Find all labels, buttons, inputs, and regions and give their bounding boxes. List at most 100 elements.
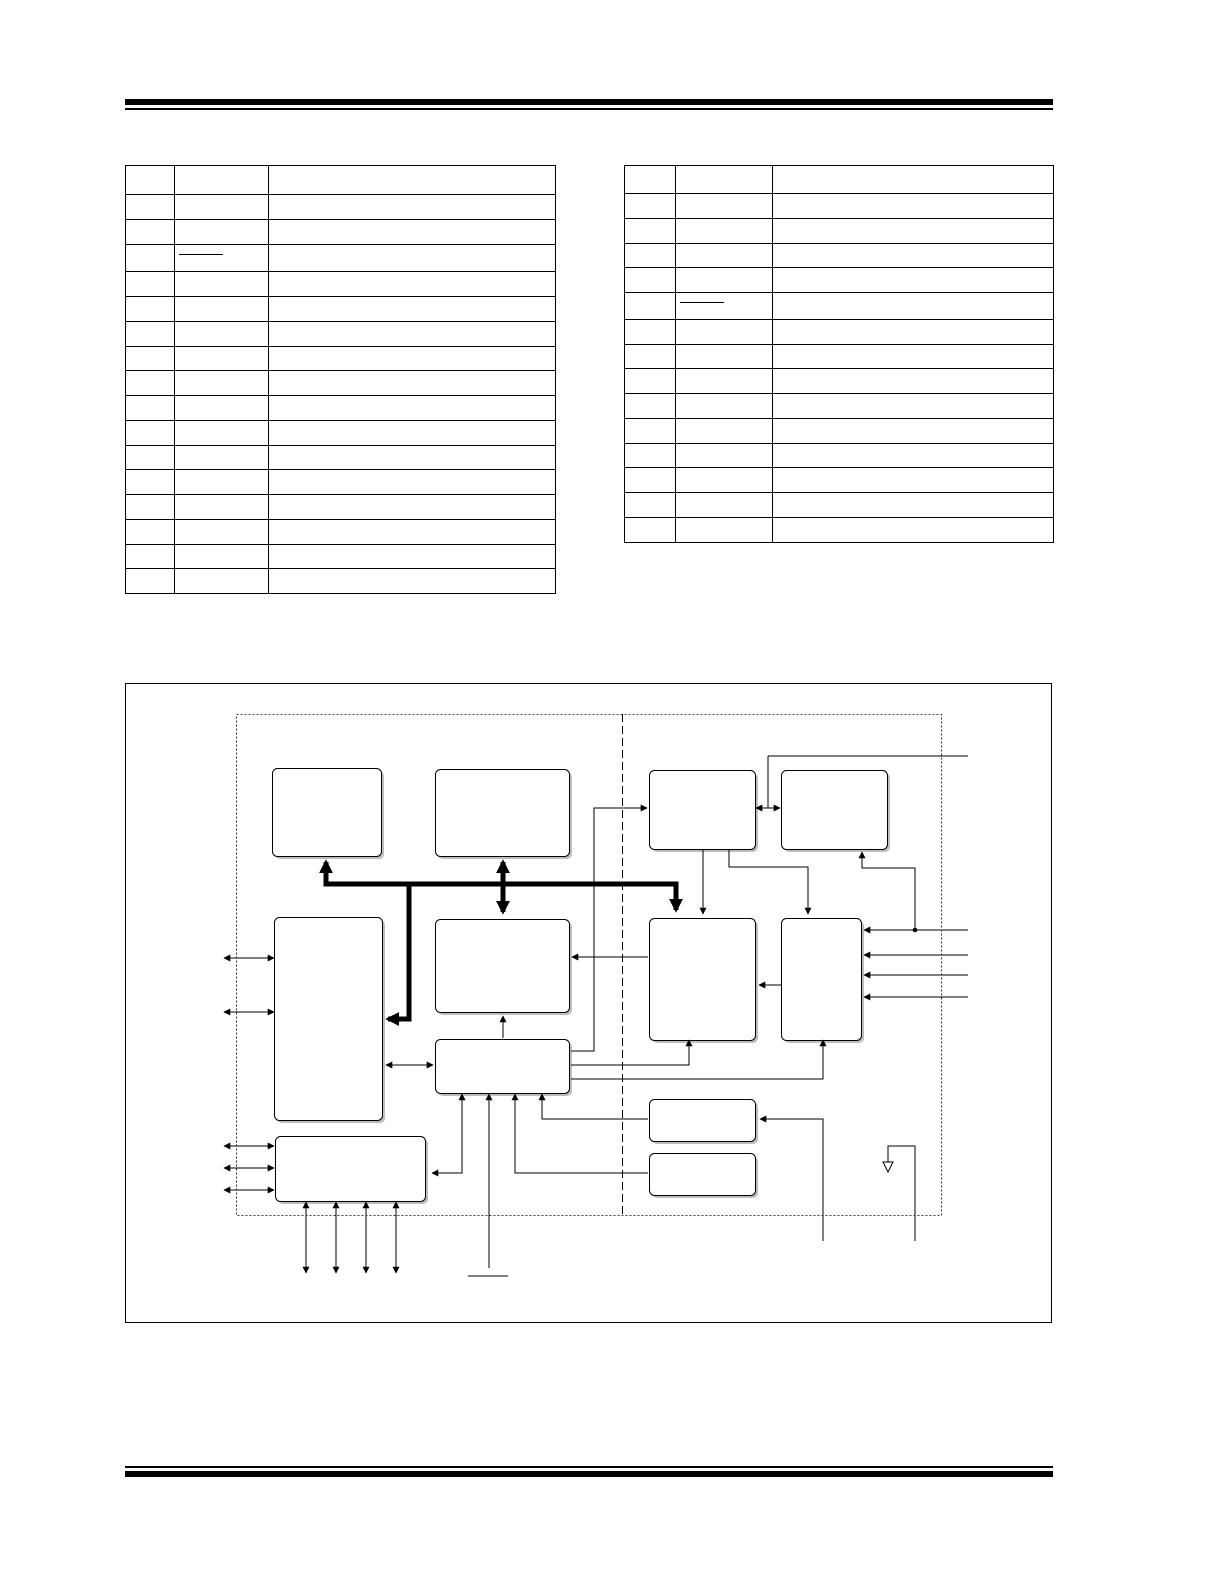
table-cell (624, 344, 676, 369)
table-row (125, 321, 556, 347)
table-row (125, 420, 556, 446)
table-cell (174, 519, 269, 545)
signal-lines (223, 755, 968, 1277)
table-cell (268, 165, 556, 195)
block-top-left (272, 768, 382, 857)
block-top-right-a (649, 770, 756, 850)
block-center-wide (435, 1039, 570, 1094)
table-row (125, 445, 556, 470)
table-cell (174, 469, 269, 495)
table-row (624, 443, 1054, 468)
table-cell (772, 368, 1054, 394)
table-cell (268, 244, 556, 272)
table-row (624, 393, 1054, 419)
table-cell (174, 445, 269, 470)
table-cell (268, 395, 556, 421)
table-cell (174, 568, 269, 594)
table-cell (675, 492, 773, 518)
table-row (624, 243, 1054, 268)
table-row (125, 370, 556, 396)
table-row (624, 344, 1054, 369)
table-cell (125, 219, 175, 245)
table-cell (624, 517, 676, 543)
table-header-row (125, 165, 556, 195)
table-row (125, 568, 556, 594)
table-cell (624, 218, 676, 244)
block-bottom-right-a (649, 1099, 756, 1142)
table-cell (125, 568, 175, 594)
table-cell (772, 467, 1054, 493)
table-cell (624, 368, 676, 394)
block-right-narrow (781, 918, 862, 1041)
internal-bus (319, 859, 683, 1026)
footer-rule-thin (125, 1466, 1053, 1468)
block-right-main (649, 918, 756, 1041)
table-cell (772, 243, 1054, 268)
block-top-right-b (781, 770, 888, 850)
table-cell (675, 319, 773, 345)
table-row (624, 418, 1054, 444)
block-top-center (435, 769, 570, 857)
pin-table-right (624, 165, 1054, 543)
table-cell (624, 292, 676, 320)
header-rule-thin (125, 108, 1053, 110)
table-cell (772, 443, 1054, 468)
block-center (435, 919, 570, 1013)
table-row (125, 519, 556, 545)
chip-boundary (236, 714, 942, 1216)
table-cell (268, 296, 556, 322)
active-low-overline (680, 302, 724, 303)
table-cell (174, 296, 269, 322)
table-row (125, 219, 556, 245)
table-row (125, 296, 556, 322)
table-cell (125, 445, 175, 470)
table-cell (772, 393, 1054, 419)
table-cell (125, 296, 175, 322)
table-cell (624, 193, 676, 219)
table-header-row (624, 165, 1054, 194)
table-cell (675, 418, 773, 444)
table-row (125, 194, 556, 220)
block-left-tall (274, 917, 383, 1121)
table-cell (772, 517, 1054, 543)
table-row (624, 492, 1054, 518)
table-row (125, 244, 556, 272)
table-cell (624, 418, 676, 444)
table-cell (174, 321, 269, 347)
table-cell (675, 165, 773, 194)
table-cell (125, 321, 175, 347)
table-cell (268, 568, 556, 594)
table-cell (268, 219, 556, 245)
footer-rule-thick (125, 1471, 1053, 1477)
block-bottom-left (275, 1136, 426, 1202)
block-bottom-right-b (649, 1153, 756, 1196)
diagram-frame (125, 683, 1052, 1323)
active-low-overline (179, 254, 223, 255)
table-cell (772, 193, 1054, 219)
table-cell (125, 494, 175, 520)
table-cell (675, 443, 773, 468)
table-cell (624, 393, 676, 419)
table-row (125, 346, 556, 371)
table-cell (772, 418, 1054, 444)
table-row (624, 467, 1054, 493)
table-row (125, 271, 556, 297)
table-cell (268, 469, 556, 495)
table-cell (174, 244, 269, 272)
table-row (125, 469, 556, 495)
table-cell (268, 519, 556, 545)
table-cell (624, 243, 676, 268)
table-row (624, 517, 1054, 543)
table-row (624, 368, 1054, 394)
table-cell (772, 165, 1054, 194)
table-cell (174, 271, 269, 297)
table-cell (675, 243, 773, 268)
table-cell (675, 517, 773, 543)
table-cell (772, 218, 1054, 244)
pin-table-left (125, 165, 556, 594)
table-row (624, 193, 1054, 219)
table-cell (675, 292, 773, 320)
header-rule-thick (125, 99, 1053, 105)
table-cell (268, 194, 556, 220)
